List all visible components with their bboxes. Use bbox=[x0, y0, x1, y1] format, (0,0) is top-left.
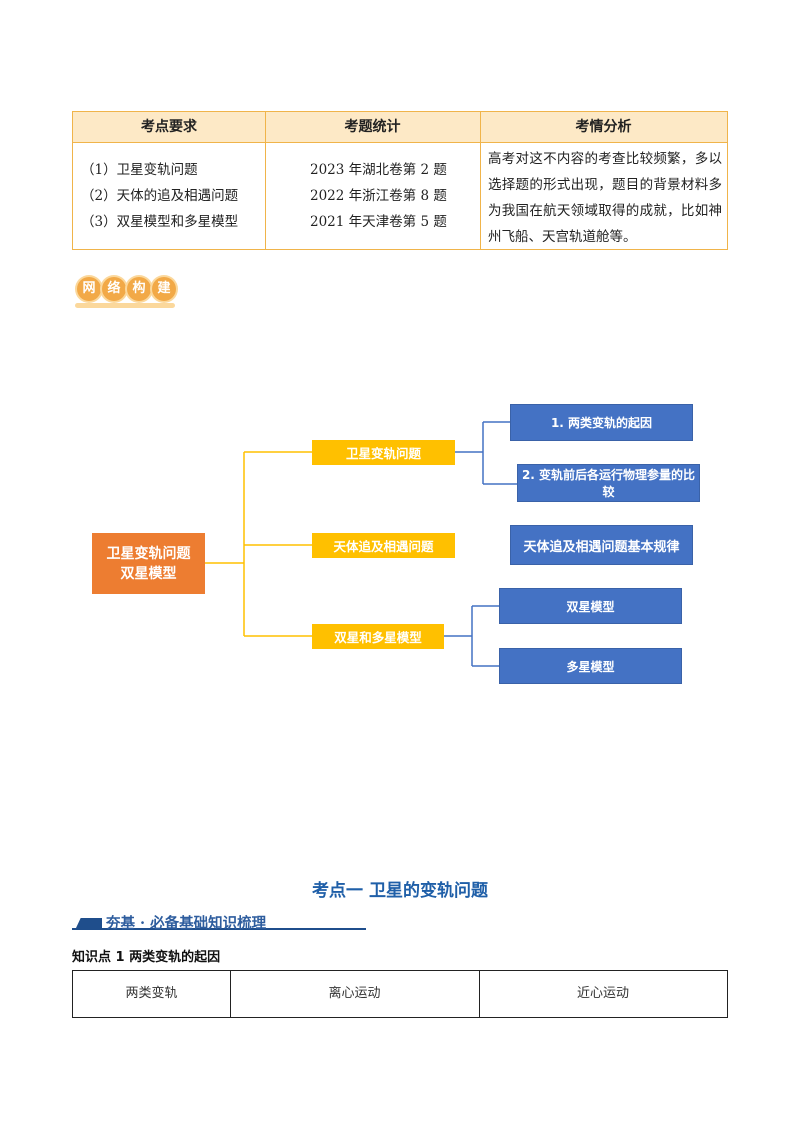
banner-wedge bbox=[76, 918, 102, 928]
column-divider bbox=[265, 112, 266, 249]
requirement-item: （3）双星模型和多星模型 bbox=[81, 214, 239, 230]
section-title: 考点一 卫星的变轨问题 bbox=[312, 881, 488, 901]
table-header-row bbox=[73, 112, 727, 143]
leaf-orbit-comparison: 2. 变轨前后各运行物理参量的比较 bbox=[517, 464, 700, 502]
icon-char: 建 bbox=[152, 277, 176, 301]
icon-base bbox=[75, 303, 175, 308]
orbit-change-table: 两类变轨 离心运动 近心运动 bbox=[72, 970, 728, 1018]
leaf-binary-star: 双星模型 bbox=[499, 588, 682, 624]
requirement-item: （2）天体的追及相遇问题 bbox=[81, 188, 239, 204]
header-analysis: 考情分析 bbox=[575, 119, 632, 135]
table-cell: 离心运动 bbox=[328, 986, 381, 1001]
statistic-item: 2021 年天津卷第 5 题 bbox=[310, 214, 447, 230]
knowledge-point-title: 知识点 1 两类变轨的起因 bbox=[72, 950, 221, 965]
icon-char: 构 bbox=[127, 277, 151, 301]
leaf-multi-star: 多星模型 bbox=[499, 648, 682, 684]
column-divider bbox=[230, 971, 231, 1017]
connector-leaves-1 bbox=[455, 421, 517, 485]
branch-binary-multi-star: 双星和多星模型 bbox=[312, 624, 444, 649]
column-divider bbox=[480, 112, 481, 249]
connector-leaves-3 bbox=[444, 605, 499, 667]
icon-char: 络 bbox=[102, 277, 126, 301]
leaf-pursuit-rules: 天体追及相遇问题基本规律 bbox=[510, 525, 693, 565]
requirement-item: （1）卫星变轨问题 bbox=[81, 162, 198, 178]
header-requirements: 考点要求 bbox=[141, 119, 197, 135]
table-cell: 两类变轨 bbox=[125, 986, 178, 1001]
network-construction-icon: 网 络 构 建 bbox=[75, 277, 176, 309]
exam-analysis-table: 考点要求 考题统计 考情分析 （1）卫星变轨问题 （2）天体的追及相遇问题 （3… bbox=[72, 111, 728, 250]
leaf-orbit-cause: 1. 两类变轨的起因 bbox=[510, 404, 693, 441]
branch-satellite-orbit: 卫星变轨问题 bbox=[312, 440, 455, 465]
icon-char: 网 bbox=[77, 277, 101, 301]
mindmap-root: 卫星变轨问题 双星模型 bbox=[92, 533, 205, 594]
analysis-text: 高考对这不内容的考查比较频繁，多以选择题的形式出现，题目的背景材料多为我国在航天… bbox=[488, 151, 722, 245]
statistic-item: 2023 年湖北卷第 2 题 bbox=[310, 162, 447, 178]
banner-text: 夯基 · 必备基础知识梳理 bbox=[106, 915, 267, 932]
branch-pursuit-encounter: 天体追及相遇问题 bbox=[312, 533, 455, 558]
table-cell: 近心运动 bbox=[576, 986, 629, 1001]
section-banner: 夯基 · 必备基础知识梳理 bbox=[72, 910, 366, 936]
statistic-item: 2022 年浙江卷第 8 题 bbox=[310, 188, 447, 204]
header-statistics: 考题统计 bbox=[344, 119, 401, 135]
column-divider bbox=[479, 971, 480, 1017]
banner-underline bbox=[72, 928, 366, 930]
